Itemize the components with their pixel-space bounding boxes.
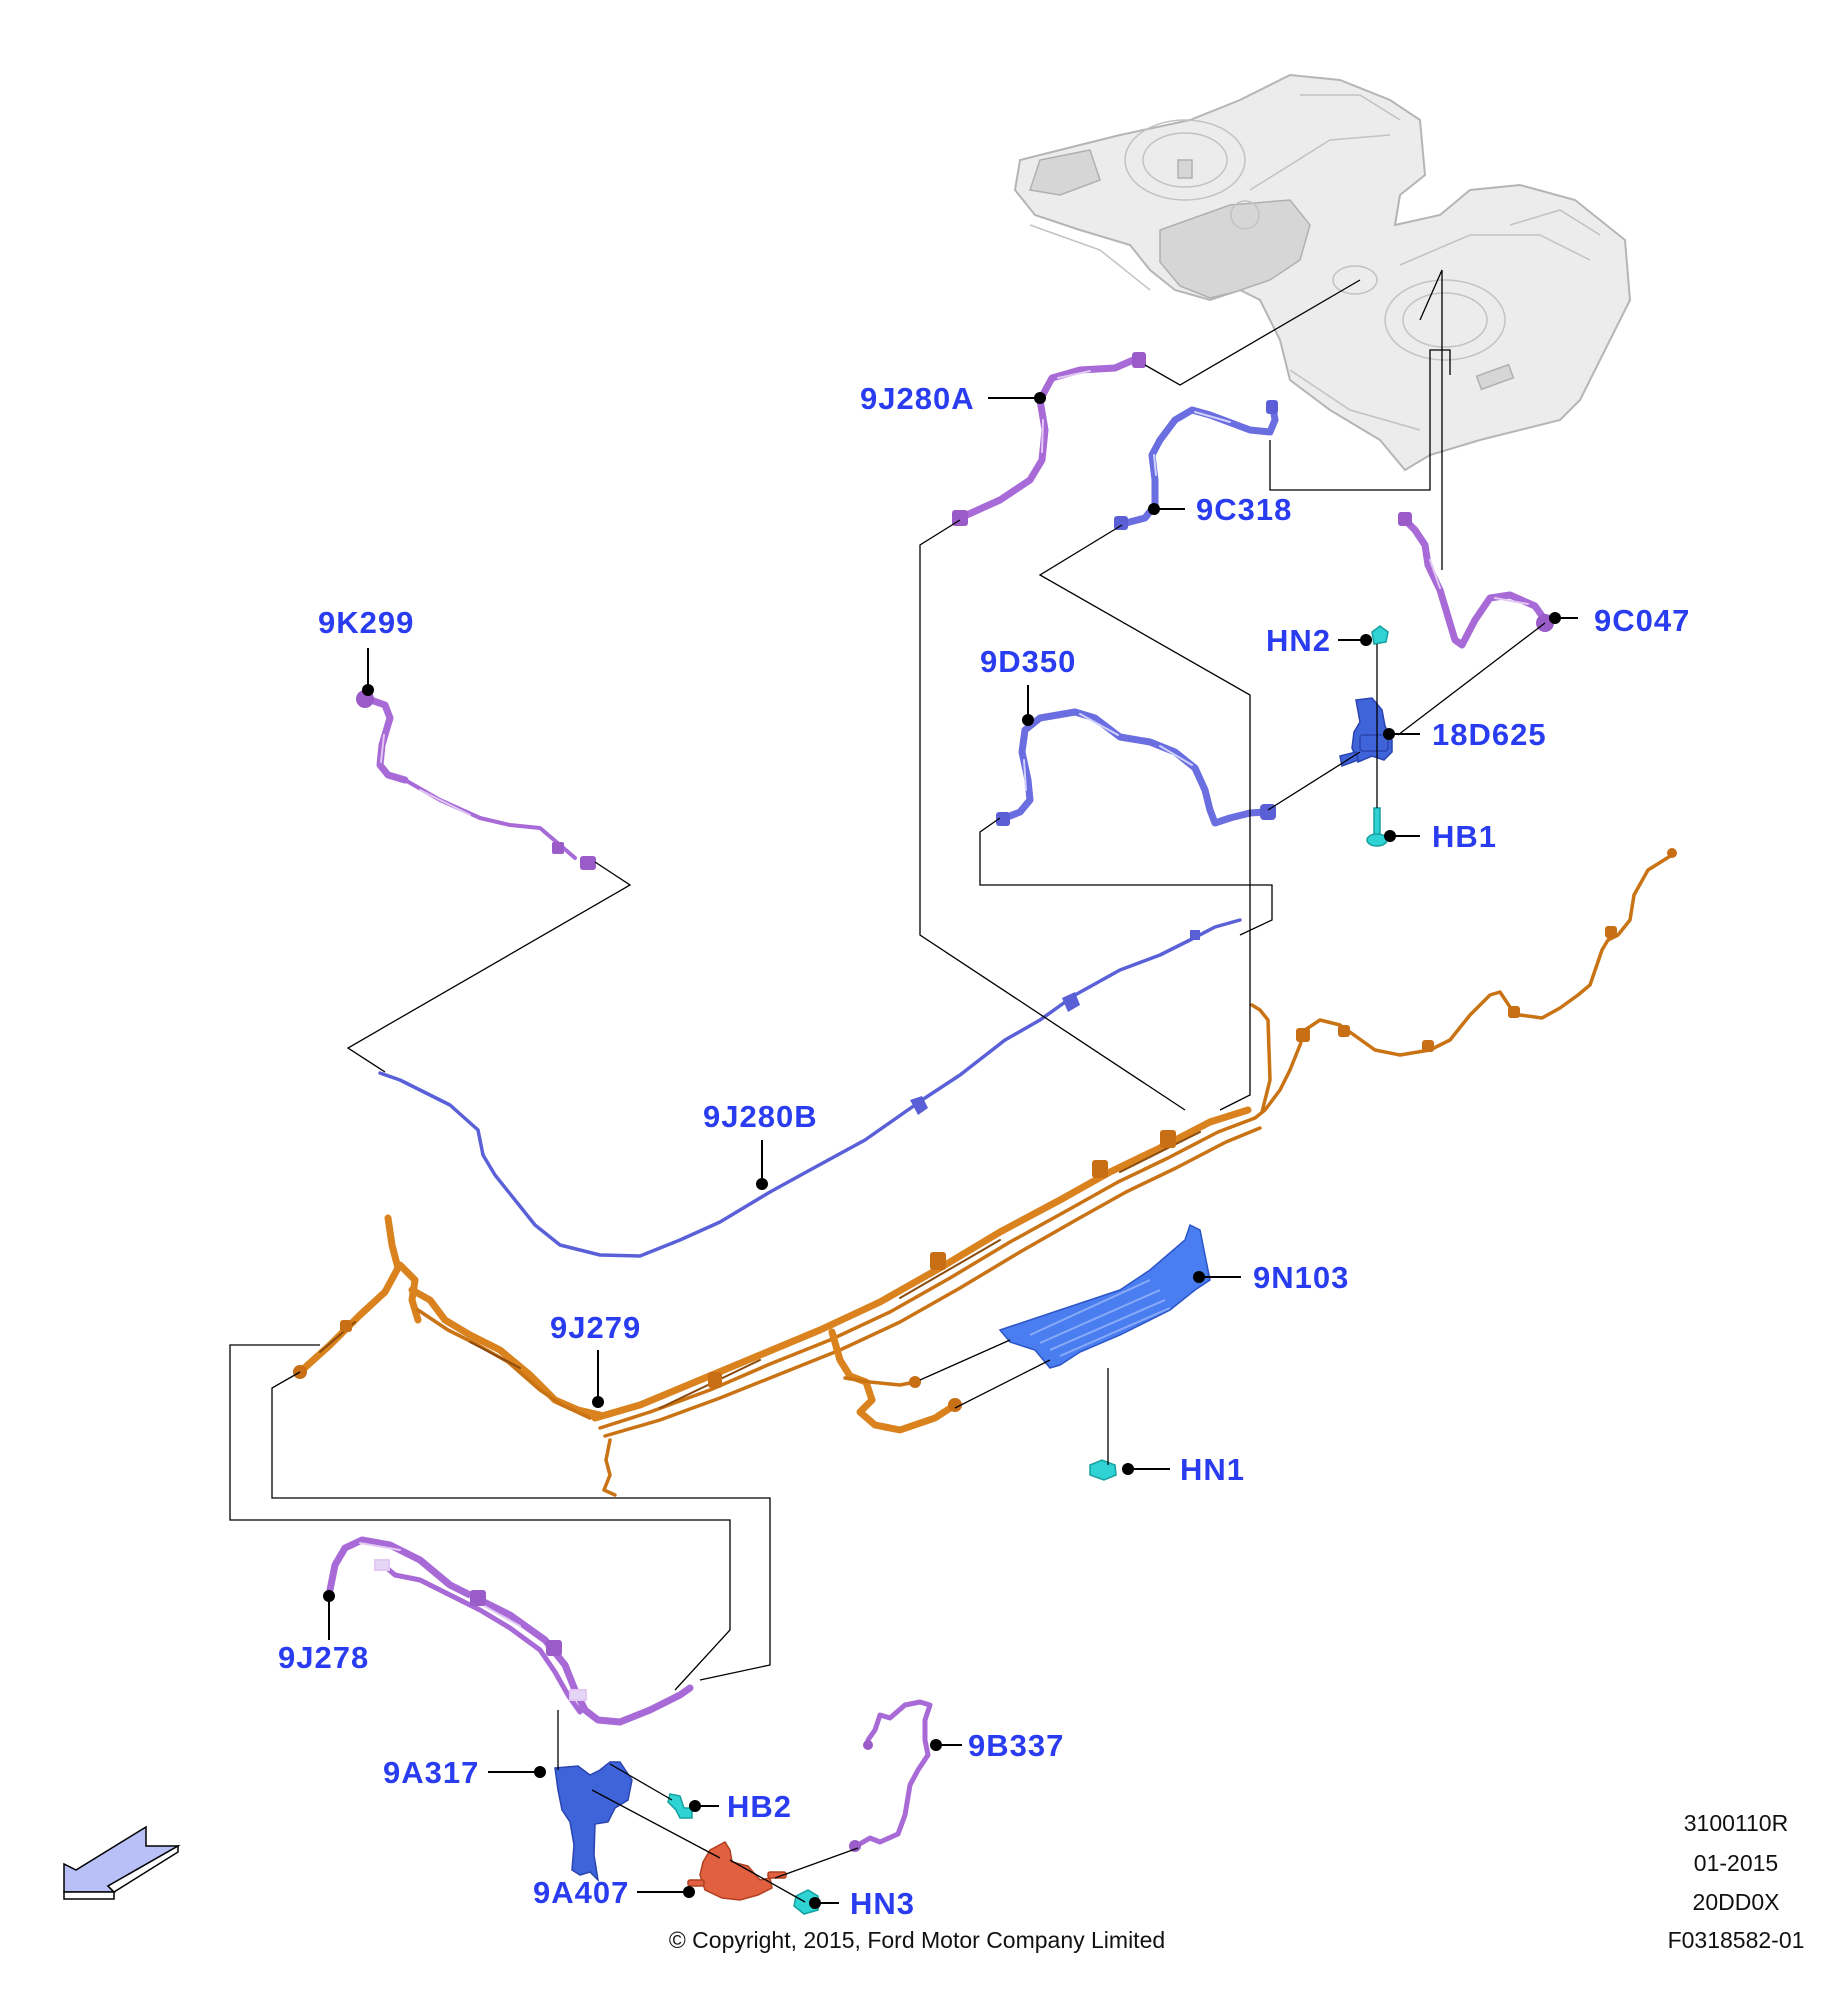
part-9J280B-tube[interactable] <box>378 918 1242 1258</box>
callout-HN3[interactable]: HN3 <box>850 1886 915 1921</box>
part-9J279-bundle[interactable] <box>293 848 1677 1497</box>
callout-9A407[interactable]: 9A407 <box>533 1875 629 1910</box>
assembly-lines <box>229 269 1546 1903</box>
callout-9J280A[interactable]: 9J280A <box>860 381 975 416</box>
callout-HN1[interactable]: HN1 <box>1180 1452 1245 1487</box>
part-HB1-bolt[interactable] <box>1366 807 1388 847</box>
callout-9C318[interactable]: 9C318 <box>1196 492 1292 527</box>
meta-line-2: 01-2015 <box>1694 1850 1778 1876</box>
callout-9J280B[interactable]: 9J280B <box>703 1099 818 1134</box>
callout-9D350[interactable]: 9D350 <box>980 644 1076 679</box>
part-HB2-bolt[interactable] <box>667 1793 693 1819</box>
part-18D625-valve[interactable] <box>1339 697 1393 768</box>
copyright-notice: © Copyright, 2015, Ford Motor Company Li… <box>669 1927 1165 1953</box>
part-HN1-nut[interactable] <box>1089 1459 1117 1481</box>
part-9B337-tube[interactable] <box>849 1699 933 1852</box>
callout-HB1[interactable]: HB1 <box>1432 819 1497 854</box>
part-9D350-tube[interactable] <box>996 708 1276 827</box>
callout-9C047[interactable]: 9C047 <box>1594 603 1690 638</box>
fuel-tank <box>1013 73 1632 472</box>
callout-9A317[interactable]: 9A317 <box>383 1755 479 1790</box>
meta-line-3: 20DD0X <box>1693 1889 1780 1915</box>
part-HN2-nut[interactable] <box>1371 625 1389 645</box>
meta-line-4: F0318582-01 <box>1668 1927 1805 1953</box>
meta-line-1: 3100110R <box>1684 1810 1788 1836</box>
callout-9J278[interactable]: 9J278 <box>278 1640 369 1675</box>
callout-leaders <box>323 392 1578 1909</box>
callout-9J279[interactable]: 9J279 <box>550 1310 641 1345</box>
part-9J278-bundle[interactable] <box>326 1536 694 1726</box>
callout-9K299[interactable]: 9K299 <box>318 605 414 640</box>
part-9J280A-tube[interactable] <box>952 352 1146 526</box>
document-meta: 3100110R 01-2015 20DD0X F0318582-01 <box>1668 1810 1805 1953</box>
callout-HN2[interactable]: HN2 <box>1266 623 1331 658</box>
callout-9N103[interactable]: 9N103 <box>1253 1260 1349 1295</box>
part-9A317-bracket[interactable] <box>554 1761 633 1883</box>
part-9K299-tube[interactable] <box>356 690 596 870</box>
callout-HB2[interactable]: HB2 <box>727 1789 792 1824</box>
part-9A407-valve[interactable] <box>687 1841 787 1901</box>
front-direction-arrow-icon <box>63 1825 181 1900</box>
callout-18D625[interactable]: 18D625 <box>1432 717 1547 752</box>
callout-labels: 9J280A 9C318 9K299 9C047 HN2 9D350 18D62… <box>278 381 1690 1921</box>
part-9C047-tube[interactable] <box>1398 512 1554 649</box>
callout-9B337[interactable]: 9B337 <box>968 1728 1064 1763</box>
